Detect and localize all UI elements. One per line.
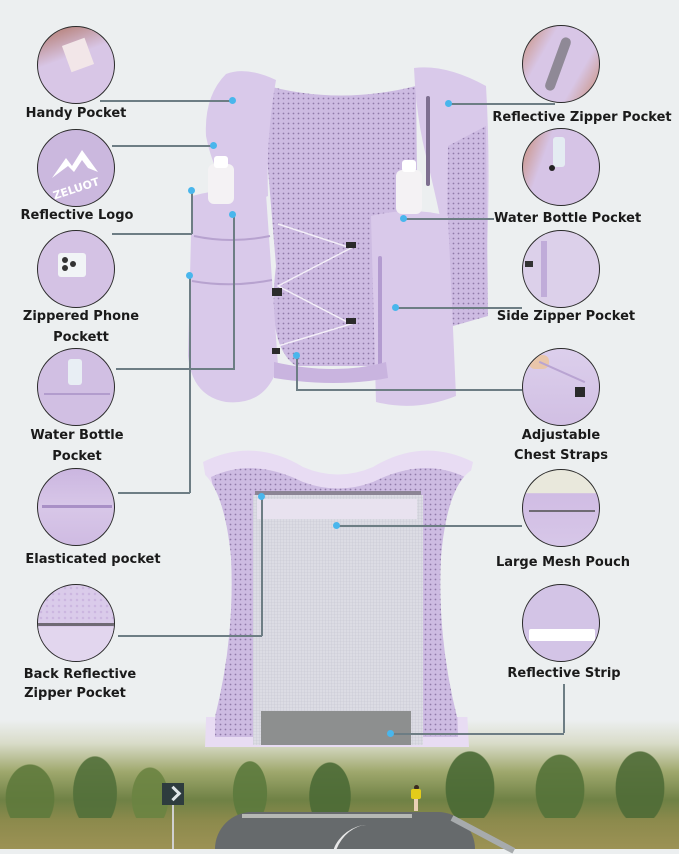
callout-dot [445, 100, 452, 107]
chest-straps-detail-image [522, 348, 600, 426]
connector-line [116, 368, 235, 370]
connector-line [392, 733, 564, 735]
chest-straps-label-line2: Chest Straps [514, 448, 608, 463]
handy-pocket-detail-image [37, 26, 115, 104]
connector-line [118, 492, 190, 494]
reflective-zipper-pocket-label: Reflective Zipper Pocket [492, 110, 672, 125]
callout-dot [186, 272, 193, 279]
side-zipper-pocket-label: Side Zipper Pocket [496, 309, 636, 324]
elasticated-pocket-detail-image [37, 468, 115, 546]
water-bottle-pocket-right-detail-image [522, 128, 600, 206]
reflective-strip-label: Reflective Strip [507, 666, 621, 681]
road-sign-chevron-icon [162, 783, 184, 805]
callout-dot [293, 352, 300, 359]
connector-line [191, 192, 193, 234]
callout-dot [229, 211, 236, 218]
water-bottle-pocket-left-label-line1: Water Bottle [30, 428, 124, 443]
connector-line [261, 497, 263, 636]
runner-figure [411, 785, 421, 811]
reflective-strip-detail-image [522, 584, 600, 662]
connector-line [563, 684, 565, 733]
phone-pocket-label-line2: Pockett [53, 330, 109, 345]
vest-back-view [193, 450, 478, 747]
callout-dot [210, 142, 217, 149]
guardrail-left [242, 814, 412, 818]
water-bottle-pocket-right-label: Water Bottle Pocket [494, 211, 642, 226]
back-zipper-pocket-label-line2: Zipper Pocket [24, 686, 126, 701]
callout-dot [258, 493, 265, 500]
road [215, 812, 475, 849]
callout-dot [188, 187, 195, 194]
connector-line [233, 216, 235, 369]
connector-line [449, 103, 555, 105]
reflective-logo-detail-image: ZELUOT [37, 129, 115, 207]
water-bottle-pocket-detail-image [37, 348, 115, 426]
forest-trees [0, 738, 679, 818]
chest-straps-label-line1: Adjustable [521, 428, 601, 443]
reflective-logo-label: Reflective Logo [20, 208, 134, 223]
phone-pocket-detail-image [37, 230, 115, 308]
reflective-zipper-pocket-detail-image [522, 25, 600, 103]
water-bottle-pocket-left-label-line2: Pocket [52, 449, 102, 464]
connector-line [296, 356, 298, 390]
connector-line [112, 233, 192, 235]
vest-front-view [188, 67, 489, 406]
callout-dot [333, 522, 340, 529]
side-zipper-pocket-detail-image [522, 230, 600, 308]
handy-pocket-label: Handy Pocket [25, 106, 127, 121]
connector-line [100, 100, 232, 102]
connector-line [189, 276, 191, 493]
connector-line [296, 389, 522, 391]
connector-line [118, 635, 262, 637]
mesh-pouch-label: Large Mesh Pouch [495, 555, 631, 570]
callout-dot [400, 215, 407, 222]
callout-dot [229, 97, 236, 104]
connector-line [396, 307, 522, 309]
connector-line [404, 218, 494, 220]
callout-dot [392, 304, 399, 311]
back-zipper-pocket-label-line1: Back Reflective [23, 667, 137, 682]
svg-text:ZELUOT: ZELUOT [51, 175, 101, 202]
phone-pocket-label-line1: Zippered Phone [22, 309, 140, 324]
mesh-pouch-detail-image [522, 469, 600, 547]
mountain-logo-icon: ZELUOT [51, 150, 101, 202]
connector-line [338, 525, 522, 527]
connector-line [112, 145, 212, 147]
callout-dot [387, 730, 394, 737]
sign-pole [172, 805, 174, 849]
back-zipper-pocket-detail-image [37, 584, 115, 662]
elasticated-pocket-label: Elasticated pocket [25, 552, 161, 567]
